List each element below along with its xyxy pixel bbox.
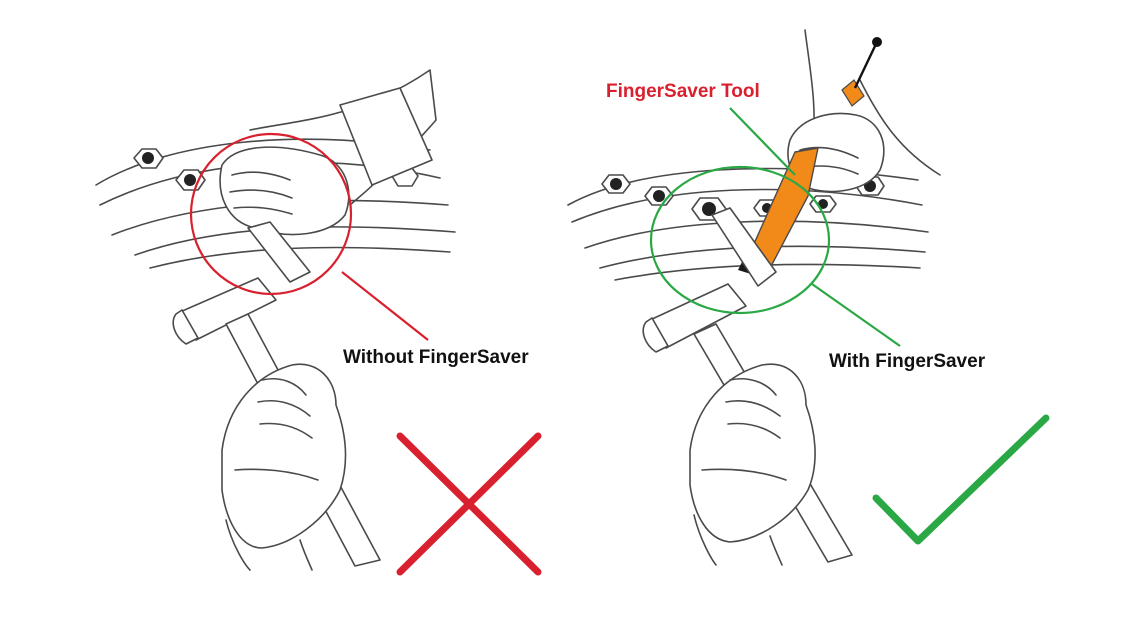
lug-nut [133,148,164,169]
tool-rod [853,43,878,89]
cross-icon [396,432,542,576]
left-chisel [247,221,311,283]
left-highlight-circle [189,132,353,296]
right-chisel [711,207,777,287]
label-without-fingersaver: Without FingerSaver [343,347,529,368]
left-pointer-line [341,271,429,341]
label-with-fingersaver: With FingerSaver [829,351,986,372]
lug-nut [601,174,631,194]
left-sleeve-cuff [339,87,433,186]
lug-nut [175,169,206,191]
right-illustration [567,29,941,566]
right-highlight-ellipse [649,165,831,315]
label-fingersaver-tool: FingerSaver Tool [606,81,760,102]
lug-nut [809,195,837,213]
right-lower-hand [689,363,816,543]
tool-pointer-line [729,107,796,176]
right-pointer-line [811,283,901,347]
checkmark-icon [872,414,1050,545]
left-gloved-hand [219,146,350,236]
left-illustration [95,69,456,571]
left-lug-nuts [133,148,419,191]
tool-handle-top [841,79,865,107]
left-lower-hand [221,363,347,549]
